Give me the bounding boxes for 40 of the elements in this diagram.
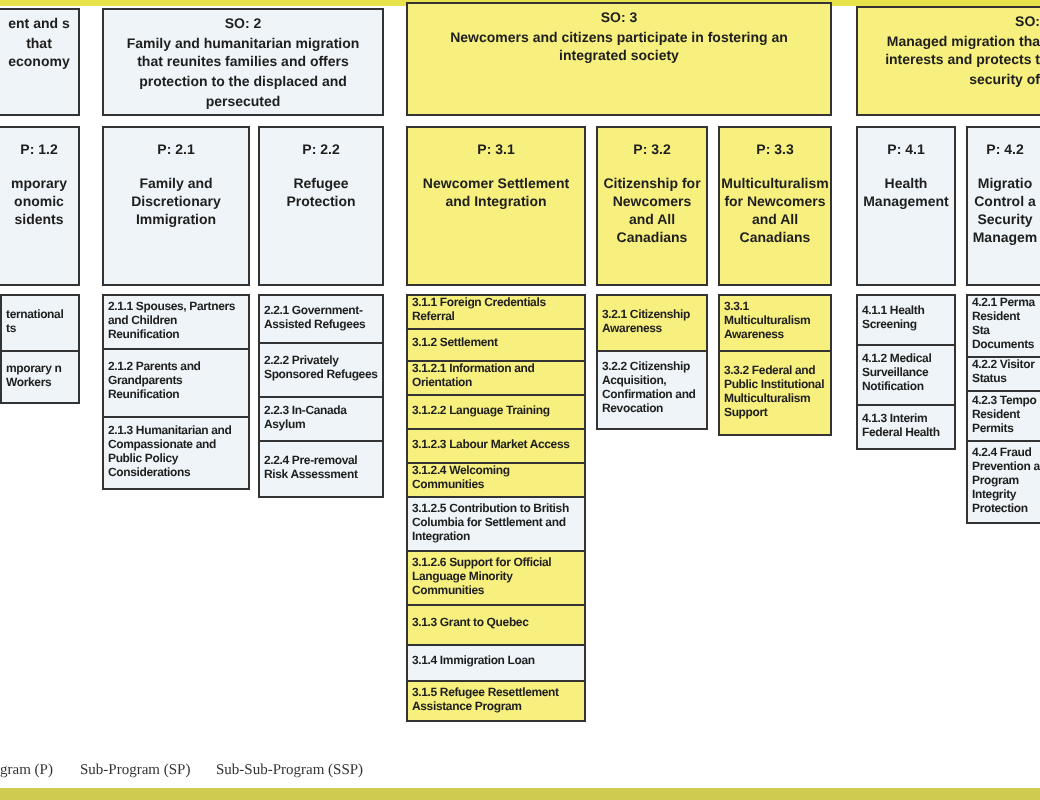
sub-program-box xyxy=(856,404,956,450)
sub-program-box xyxy=(258,342,384,398)
sub-program-box xyxy=(718,350,832,436)
program-box xyxy=(406,126,586,286)
sub-program-box xyxy=(102,416,250,490)
sub-program-box xyxy=(596,294,708,352)
sub-program-box xyxy=(102,348,250,418)
sub-program-box xyxy=(406,462,586,498)
objective-box xyxy=(0,8,80,116)
sub-program-box xyxy=(406,496,586,552)
program-box xyxy=(596,126,708,286)
program-box xyxy=(102,126,250,286)
sub-program-box xyxy=(258,396,384,442)
sub-program-box xyxy=(718,294,832,352)
sub-program-box xyxy=(406,604,586,646)
objective-box xyxy=(856,6,1040,116)
sub-program-box xyxy=(856,294,956,346)
sub-program-box xyxy=(406,360,586,396)
program-box xyxy=(0,126,80,286)
sub-program-box xyxy=(406,550,586,606)
program-box xyxy=(856,126,956,286)
sub-program-box xyxy=(258,440,384,498)
sub-program-box xyxy=(258,294,384,344)
sub-program-box xyxy=(966,356,1040,392)
sub-program-box xyxy=(406,294,586,330)
sub-program-box xyxy=(406,428,586,464)
sub-program-box xyxy=(596,350,708,430)
sub-program-box xyxy=(406,394,586,430)
objective-box xyxy=(406,2,832,116)
sub-program-box xyxy=(406,680,586,722)
sub-program-box xyxy=(406,644,586,682)
sub-program-box xyxy=(0,350,80,404)
objective-box xyxy=(102,8,384,116)
sub-program-box xyxy=(0,294,80,352)
program-box xyxy=(258,126,384,286)
program-box xyxy=(718,126,832,286)
sub-program-box xyxy=(406,328,586,362)
program-box xyxy=(966,126,1040,286)
sub-program-box xyxy=(856,344,956,406)
sub-program-box xyxy=(102,294,250,350)
